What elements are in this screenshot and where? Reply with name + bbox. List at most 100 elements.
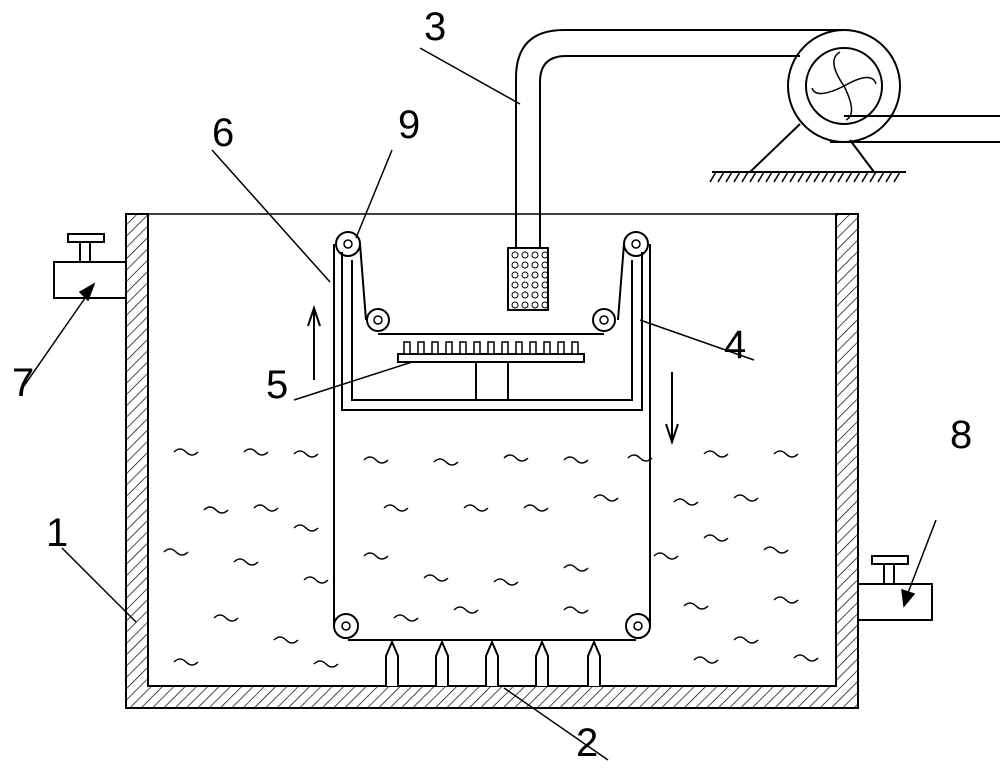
wave-mark: [293, 524, 319, 532]
wave-mark: [293, 450, 319, 458]
down-arrow: [665, 372, 679, 446]
ground-hatch-line: [885, 171, 893, 183]
label-guide-roller: 9: [398, 103, 420, 147]
ground-hatch-line: [821, 171, 829, 183]
wave-mark: [793, 654, 819, 662]
inlet-valve: [53, 233, 127, 299]
ground-hatch-line: [733, 171, 741, 183]
ground-hatch-line: [877, 171, 885, 183]
bottom-nozzle: [435, 639, 449, 686]
blower: [709, 29, 1000, 183]
wave-mark: [433, 458, 459, 466]
spray-nozzle: [417, 341, 425, 355]
bottom-nozzle: [587, 639, 601, 686]
spray-nozzle: [431, 341, 439, 355]
wave-mark: [703, 534, 729, 542]
wave-mark: [653, 552, 679, 560]
wave-mark: [563, 564, 589, 572]
conveyor-belt: [333, 243, 651, 641]
ground-hatch-line: [845, 171, 853, 183]
label-conveyor-frame: 4: [724, 323, 746, 367]
wave-mark: [233, 558, 259, 566]
wave-mark: [463, 504, 489, 512]
ground-hatch-line: [869, 171, 877, 183]
wave-mark: [423, 574, 449, 582]
spray-nozzle: [459, 341, 467, 355]
ground-hatch-line: [893, 171, 901, 183]
wave-mark: [693, 656, 719, 664]
suction-pipe: [507, 29, 844, 311]
leader-lines: [23, 47, 937, 761]
ground-hatch-line: [773, 171, 781, 183]
wave-mark: [733, 636, 759, 644]
wave-mark: [563, 456, 589, 464]
label-outlet-valve: 8: [950, 413, 972, 457]
wave-mark: [563, 606, 589, 614]
wave-mark: [627, 454, 653, 462]
label-bottom-nozzles: 2: [576, 721, 598, 765]
ground-hatch-line: [805, 171, 813, 183]
wave-mark: [503, 454, 529, 462]
wave-mark: [383, 504, 409, 512]
tank: [125, 213, 859, 709]
ground-hatch-line: [757, 171, 765, 183]
spray-nozzle: [543, 341, 551, 355]
ground-hatch-line: [741, 171, 749, 183]
conveyor-frame: [341, 252, 643, 411]
spray-nozzle: [557, 341, 565, 355]
ground-hatch-line: [829, 171, 837, 183]
bottom-nozzles: [385, 639, 601, 686]
bottom-nozzle: [485, 639, 499, 686]
wave-mark: [493, 578, 519, 586]
spray-nozzle: [403, 341, 411, 355]
wave-mark: [733, 494, 759, 502]
wave-mark: [243, 448, 269, 456]
wave-mark: [703, 450, 729, 458]
wave-mark: [173, 448, 199, 456]
wave-mark: [453, 606, 479, 614]
wave-mark: [173, 658, 199, 666]
wave-mark: [163, 548, 189, 556]
ground-hatch-line: [837, 171, 845, 183]
ground-hatch-line: [853, 171, 861, 183]
wave-mark: [363, 456, 389, 464]
wave-mark: [203, 506, 229, 514]
spray-nozzle: [487, 341, 495, 355]
ground-hatch-line: [781, 171, 789, 183]
wave-mark: [673, 498, 699, 506]
ground-hatch-line: [717, 171, 725, 183]
ground-hatch-line: [789, 171, 797, 183]
ground-hatch-line: [797, 171, 805, 183]
wave-mark: [273, 636, 299, 644]
spray-nozzle: [501, 341, 509, 355]
outlet-valve: [857, 555, 933, 621]
wave-mark: [773, 596, 799, 604]
ground-hatch-line: [765, 171, 773, 183]
bottom-nozzle: [385, 639, 399, 686]
wave-mark: [213, 614, 239, 622]
wave-mark: [313, 660, 339, 668]
spray-nozzle: [473, 341, 481, 355]
ground-hatch-line: [861, 171, 869, 183]
spray-nozzle: [445, 341, 453, 355]
label-conveyor-belt: 6: [212, 111, 234, 155]
ground-hatch-line: [709, 171, 717, 183]
ground-hatch-line: [725, 171, 733, 183]
wave-mark: [303, 576, 329, 584]
guide-rollers: [333, 231, 651, 639]
ground-hatch-line: [813, 171, 821, 183]
bottom-nozzle: [535, 639, 549, 686]
wave-mark: [773, 450, 799, 458]
ground-hatch-line: [749, 171, 757, 183]
spray-nozzle: [529, 341, 537, 355]
label-spray-bar: 5: [266, 363, 288, 407]
spray-bar: [397, 341, 585, 401]
wave-mark: [763, 546, 789, 554]
spray-nozzle: [571, 341, 579, 355]
wave-mark: [523, 504, 549, 512]
wave-mark: [393, 614, 419, 622]
wave-mark: [253, 504, 279, 512]
up-arrow: [307, 304, 321, 380]
label-tank: 1: [46, 511, 68, 555]
